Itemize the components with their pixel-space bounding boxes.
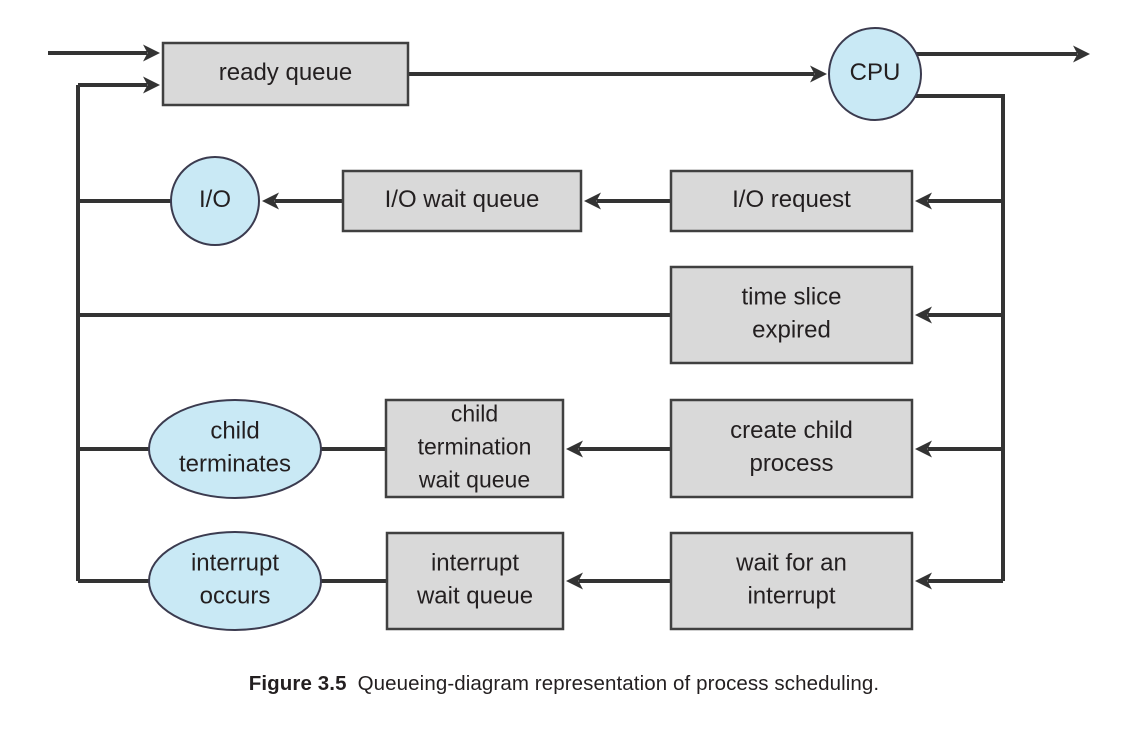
edge-ready-queue-to-cpu (408, 65, 827, 83)
interrupt-wait-queue-shape[interactable] (385, 531, 565, 631)
arrowhead (915, 192, 932, 210)
io-request-shape[interactable] (669, 169, 914, 233)
figure-caption: Figure 3.5 Queueing-diagram representatio… (0, 672, 1128, 696)
edge-layer (48, 44, 1090, 590)
child-termination-wait-queue-shape[interactable] (384, 398, 565, 499)
edge-dispatch-bus-to-time-slice (915, 306, 1003, 324)
arrowhead (566, 572, 583, 590)
node-cpu[interactable]: CPU (828, 27, 922, 121)
interrupt-occurs-shape[interactable] (148, 531, 322, 631)
arrowhead (143, 76, 160, 94)
arrowhead (1073, 45, 1090, 63)
edge-cpu-to-exit (910, 45, 1090, 63)
io-wait-queue-shape[interactable] (341, 169, 583, 233)
edge-dispatch-bus-to-wait-interrupt (915, 572, 1003, 590)
arrowhead (262, 192, 279, 210)
node-layer: ready queue CPU I/O I/O wait queue I/O reque… (148, 27, 922, 631)
arrowhead (915, 306, 932, 324)
io-wait-queue-label: I/O wait queue (385, 186, 540, 213)
create-child-process-shape[interactable] (669, 398, 914, 499)
edge-wait-interrupt-to-interrupt-wait-queue (566, 572, 671, 590)
figure-caption-label: Figure 3.5 (248, 672, 347, 695)
io-request-label: I/O request (732, 186, 851, 213)
figure-caption-text: Queueing-diagram representation of proce… (357, 672, 880, 695)
arrowhead (584, 192, 601, 210)
cpu-shape[interactable] (828, 27, 922, 121)
edge-create-child-to-child-wait-queue (566, 440, 671, 458)
child-terminates-shape[interactable] (148, 399, 322, 499)
arrowhead (915, 572, 932, 590)
cpu-label: CPU (850, 59, 901, 86)
edge-return-bus-to-ready-queue (78, 76, 160, 94)
edge-io-request-to-io-wait-queue (584, 192, 671, 210)
edge-dispatch-bus-to-io-request (915, 192, 1003, 210)
time-slice-expired-shape[interactable] (669, 265, 914, 365)
queueing-diagram: ready queue CPU I/O I/O wait queue I/O reque… (48, 27, 1090, 631)
ready-queue-shape[interactable] (161, 41, 410, 107)
edge-cpu-to-dispatch-bus (908, 94, 1005, 581)
wait-for-an-interrupt-shape[interactable] (669, 531, 914, 631)
edge-io-wait-queue-to-io (262, 192, 343, 210)
arrowhead (143, 44, 160, 62)
io-shape[interactable] (170, 156, 260, 246)
node-io-request[interactable]: I/O request (669, 169, 914, 233)
edge-enter-ready-queue (48, 44, 160, 62)
arrowhead (566, 440, 583, 458)
arrowhead (810, 65, 827, 83)
ready-queue-label: ready queue (219, 59, 352, 86)
node-ready-queue[interactable]: ready queue (161, 41, 410, 107)
arrowhead (915, 440, 932, 458)
node-io[interactable]: I/O (170, 156, 260, 246)
io-label: I/O (199, 186, 231, 213)
edge-dispatch-bus-to-create-child (915, 440, 1003, 458)
node-io-wait-queue[interactable]: I/O wait queue (341, 169, 583, 233)
